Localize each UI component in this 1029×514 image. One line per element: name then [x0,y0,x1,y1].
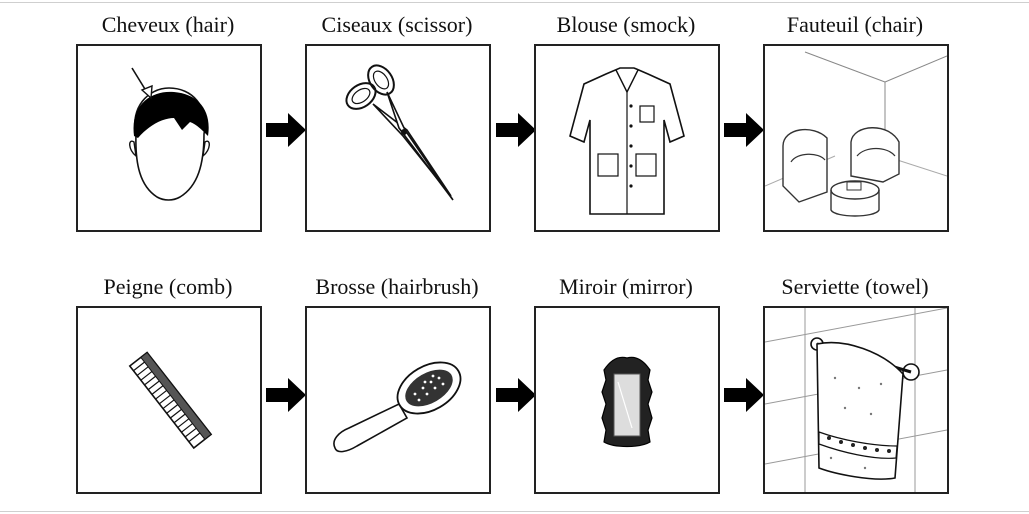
right-arrow-icon [724,378,764,412]
smock-icon [569,67,685,215]
step-picture-box [76,306,262,494]
right-arrow-icon [266,113,306,147]
hairbrush-icon [333,361,462,453]
right-arrow-icon [496,378,536,412]
scissors-icon [345,64,454,201]
step-picture-box [763,44,949,232]
step-label: Miroir (mirror) [559,274,693,299]
towel-icon [765,308,947,492]
bottom-border [0,511,1029,512]
step-picture-box [534,44,720,232]
step-label: Blouse (smock) [556,12,696,37]
right-arrow-icon [496,113,536,147]
comb-icon [128,351,213,450]
step-label: Cheveux (hair) [101,12,235,37]
step-picture-box [76,44,262,232]
right-arrow-icon [724,113,764,147]
top-border [0,2,1029,3]
step-label: Ciseaux (scissor) [321,12,473,37]
armchairs-icon [765,51,947,217]
right-arrow-icon [266,378,306,412]
step-label: Brosse (hairbrush) [315,274,479,299]
step-picture-box [534,306,720,494]
step-label: Serviette (towel) [781,274,929,299]
step-picture-box [763,306,949,494]
step-picture-box [305,44,491,232]
step-label: Peigne (comb) [103,274,233,299]
hair-head-icon [129,67,210,201]
step-picture-box [305,306,491,494]
step-label: Fauteuil (chair) [786,12,924,37]
mirror-icon [601,356,653,448]
